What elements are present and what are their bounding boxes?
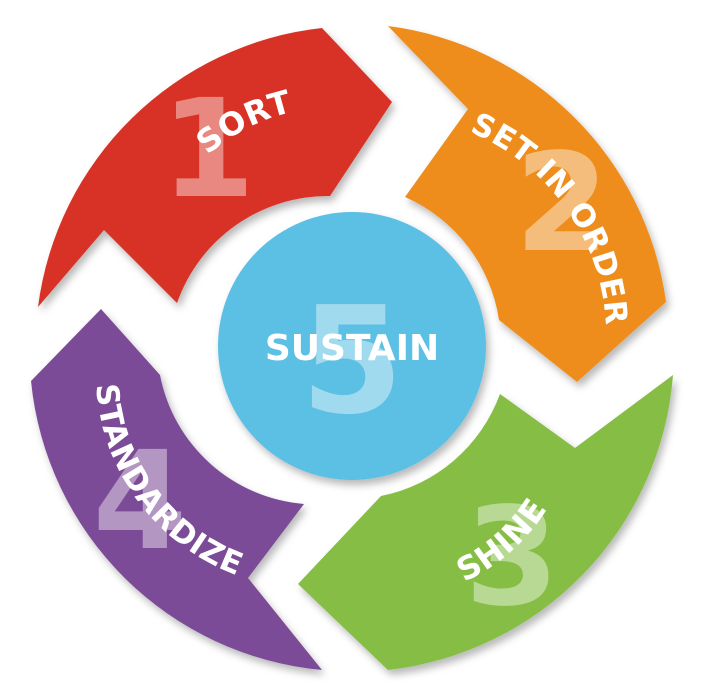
center-sustain-label: SUSTAIN — [265, 328, 439, 369]
step-standardize-arrow — [31, 309, 322, 670]
step-shine-segment — [298, 375, 673, 670]
center-circle — [218, 212, 486, 480]
step-set-in-order-segment — [388, 26, 666, 382]
step-standardize-number: 4 — [93, 423, 188, 581]
step-shine-number: 3 — [465, 479, 560, 637]
step-shine-arrow — [298, 375, 673, 670]
step-standardize-segment — [31, 309, 322, 670]
step-sort-segment — [38, 28, 392, 307]
step-set-in-order-arrow — [388, 26, 666, 382]
step-sort-number: 1 — [161, 71, 256, 229]
step-set-in-order-number: 2 — [515, 125, 610, 283]
center-sustain — [218, 212, 486, 480]
step-sort-arrow — [38, 28, 392, 307]
center-sustain-number: 5 — [301, 275, 404, 447]
